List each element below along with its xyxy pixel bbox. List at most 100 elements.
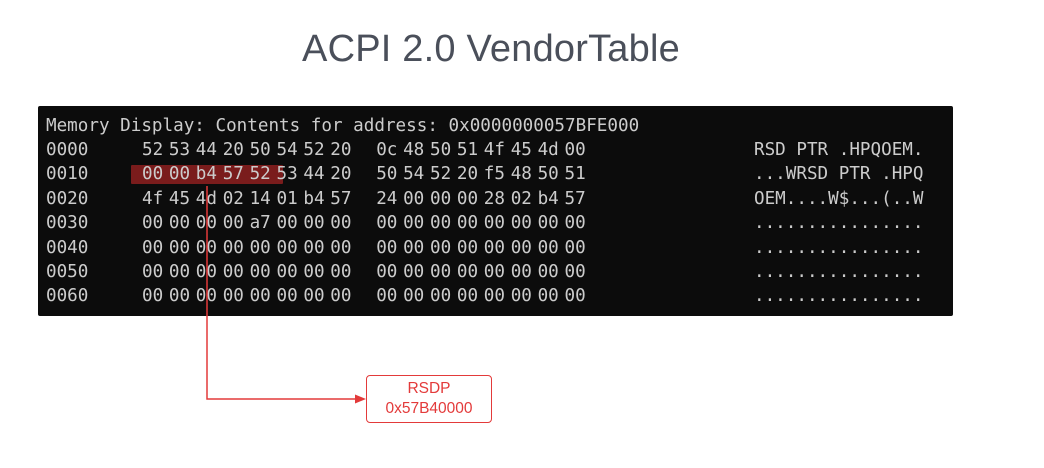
hex-byte: 0c bbox=[376, 140, 398, 160]
hex-byte: 00 bbox=[249, 237, 271, 258]
hex-byte: 20 bbox=[456, 164, 479, 185]
hex-byte: 50 bbox=[430, 140, 452, 160]
arrow-head-icon bbox=[355, 394, 366, 404]
hex-byte: 44 bbox=[195, 140, 217, 160]
hex-byte: 00 bbox=[403, 237, 425, 258]
hex-byte: 00 bbox=[303, 213, 325, 234]
hex-byte: 00 bbox=[430, 213, 452, 234]
hex-byte: 00 bbox=[276, 237, 298, 258]
hex-byte: 4d bbox=[537, 140, 559, 160]
hex-byte: 00 bbox=[222, 237, 244, 258]
hex-byte: 00 bbox=[564, 237, 586, 258]
row-ascii: OEM....W$...(..W bbox=[754, 188, 924, 209]
hex-byte: 48 bbox=[510, 164, 532, 185]
hex-byte: 00 bbox=[303, 237, 325, 258]
hex-byte: 00 bbox=[303, 286, 325, 307]
hex-byte: 00 bbox=[456, 262, 479, 282]
hex-byte: 00 bbox=[222, 213, 244, 234]
row-ascii: ...WRSD PTR .HPQ bbox=[754, 164, 924, 185]
hex-byte: 52 bbox=[142, 140, 164, 160]
hex-byte: 44 bbox=[303, 164, 325, 185]
hex-byte: b4 bbox=[195, 164, 217, 185]
hex-byte: 45 bbox=[168, 188, 191, 209]
memory-display-terminal: Memory Display: Contents for address: 0x… bbox=[38, 106, 953, 316]
row-ascii: ................ bbox=[754, 213, 924, 234]
row-ascii: ................ bbox=[754, 286, 924, 307]
hex-byte: 50 bbox=[376, 164, 398, 185]
hex-byte: 00 bbox=[249, 286, 271, 307]
hex-byte: 00 bbox=[142, 213, 164, 234]
hex-byte: 00 bbox=[430, 237, 452, 258]
hex-byte: 00 bbox=[142, 237, 164, 258]
hex-byte: 48 bbox=[403, 140, 425, 160]
hex-byte: 00 bbox=[510, 286, 532, 307]
row-offset: 0040 bbox=[46, 237, 89, 258]
hex-byte: 00 bbox=[430, 286, 452, 307]
hex-byte: 00 bbox=[564, 286, 586, 307]
hex-byte: 00 bbox=[376, 237, 398, 258]
hex-byte: 52 bbox=[303, 140, 325, 160]
hex-byte: 01 bbox=[276, 188, 298, 209]
row-ascii: RSD PTR .HPQOEM. bbox=[754, 140, 924, 160]
hex-byte: 45 bbox=[510, 140, 532, 160]
hex-byte: 53 bbox=[168, 140, 191, 160]
diagram-title: ACPI 2.0 VendorTable bbox=[302, 28, 680, 70]
hex-byte: 57 bbox=[330, 188, 352, 209]
hex-byte: 00 bbox=[142, 164, 164, 185]
hex-byte: 00 bbox=[483, 286, 505, 307]
hex-byte: 4f bbox=[483, 140, 505, 160]
row-offset: 0000 bbox=[46, 140, 89, 160]
hex-byte: 00 bbox=[195, 237, 217, 258]
hex-byte: 02 bbox=[510, 188, 532, 209]
hex-byte: 00 bbox=[456, 188, 479, 209]
hex-byte: 28 bbox=[483, 188, 505, 209]
hex-byte: 24 bbox=[376, 188, 398, 209]
hex-byte: 00 bbox=[330, 213, 352, 234]
hex-byte: 00 bbox=[456, 213, 479, 234]
hex-byte: 20 bbox=[330, 140, 352, 160]
hex-byte: 00 bbox=[537, 286, 559, 307]
hex-byte: 14 bbox=[249, 188, 271, 209]
hex-byte: 20 bbox=[222, 140, 244, 160]
hex-byte: 00 bbox=[195, 262, 217, 282]
hex-byte: 54 bbox=[276, 140, 298, 160]
hex-byte: 00 bbox=[168, 286, 191, 307]
hex-byte: f5 bbox=[483, 164, 505, 185]
row-ascii: ................ bbox=[754, 262, 924, 282]
row-offset: 0050 bbox=[46, 262, 89, 282]
row-offset: 0030 bbox=[46, 213, 89, 234]
hex-byte: b4 bbox=[537, 188, 559, 209]
hex-byte: 00 bbox=[537, 213, 559, 234]
hex-byte: b4 bbox=[303, 188, 325, 209]
hex-byte: 00 bbox=[168, 213, 191, 234]
row-offset: 0020 bbox=[46, 188, 89, 209]
hex-byte: 00 bbox=[276, 286, 298, 307]
hex-byte: 00 bbox=[456, 286, 479, 307]
memory-display-header: Memory Display: Contents for address: 0x… bbox=[46, 116, 640, 136]
row-offset: 0060 bbox=[46, 286, 89, 307]
hex-byte: 00 bbox=[564, 140, 586, 160]
hex-byte: 00 bbox=[330, 237, 352, 258]
hex-byte: 00 bbox=[564, 213, 586, 234]
hex-byte: 00 bbox=[483, 262, 505, 282]
rsdp-callout-label: RSDP bbox=[407, 380, 451, 397]
hex-byte: 00 bbox=[195, 286, 217, 307]
hex-byte: 20 bbox=[330, 164, 352, 185]
hex-byte: 00 bbox=[510, 262, 532, 282]
hex-byte: 53 bbox=[276, 164, 298, 185]
hex-byte: 00 bbox=[276, 262, 298, 282]
hex-byte: 00 bbox=[403, 188, 425, 209]
hex-byte: 51 bbox=[564, 164, 586, 185]
hex-byte: 00 bbox=[195, 213, 217, 234]
hex-byte: 00 bbox=[376, 262, 398, 282]
hex-byte: 00 bbox=[537, 262, 559, 282]
hex-byte: 00 bbox=[142, 262, 164, 282]
hex-byte: 00 bbox=[537, 237, 559, 258]
hex-byte: 00 bbox=[376, 213, 398, 234]
rsdp-callout: RSDP 0x57B40000 bbox=[366, 375, 492, 423]
hex-byte: 00 bbox=[483, 237, 505, 258]
hex-byte: 00 bbox=[249, 262, 271, 282]
hex-byte: 4f bbox=[142, 188, 164, 209]
hex-byte: 00 bbox=[222, 262, 244, 282]
hex-byte: 00 bbox=[168, 262, 191, 282]
